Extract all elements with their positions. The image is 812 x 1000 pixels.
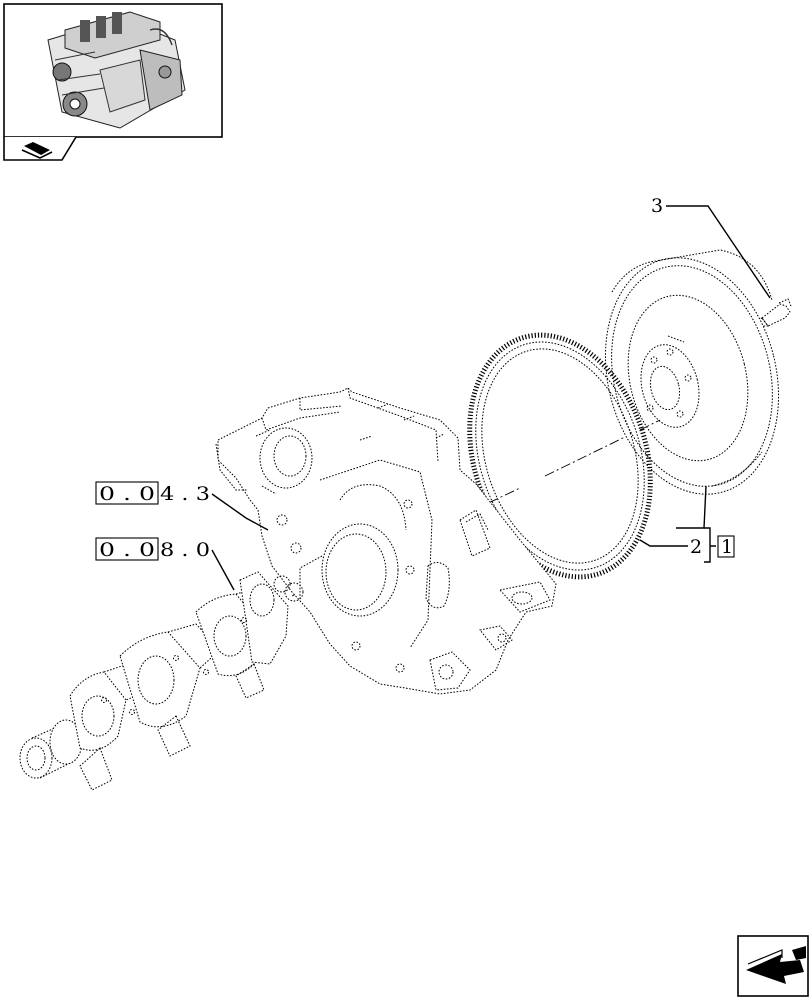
bolt-part-3	[756, 298, 792, 327]
group-bracket	[704, 527, 716, 563]
ref-a-tail-text: 4 . 3	[160, 483, 210, 505]
ref-callout-0-08-0[interactable]: 0 . 0 8 . 0	[95, 537, 210, 561]
crankshaft	[19, 571, 289, 791]
flywheel	[604, 249, 780, 495]
next-page-arrow-icon	[746, 946, 806, 984]
leader-line-part-2	[639, 539, 688, 547]
engine-thumbnail-icon	[47, 11, 186, 129]
book-icon	[21, 142, 53, 159]
leader-line-ref-b	[211, 549, 235, 591]
leader-line-ref-a	[211, 493, 269, 531]
callout-part-2: 2	[690, 536, 702, 558]
leader-line-part-3	[666, 205, 771, 299]
ref-callout-0-04-3[interactable]: 0 . 0 4 . 3	[95, 481, 210, 505]
group-ref-callout[interactable]: 1	[717, 535, 735, 558]
flywheel-housing	[215, 387, 557, 695]
next-page-button[interactable]	[737, 935, 809, 997]
section-tab[interactable]	[3, 136, 77, 161]
callout-part-3: 3	[651, 195, 663, 217]
ref-b-tail-text: 8 . 0	[160, 539, 210, 561]
engine-thumbnail[interactable]	[3, 3, 223, 138]
ref-a-box-text: 0 . 0	[99, 483, 155, 505]
group-ref-label: 1	[721, 536, 733, 558]
ref-b-box-text: 0 . 0	[99, 539, 155, 561]
